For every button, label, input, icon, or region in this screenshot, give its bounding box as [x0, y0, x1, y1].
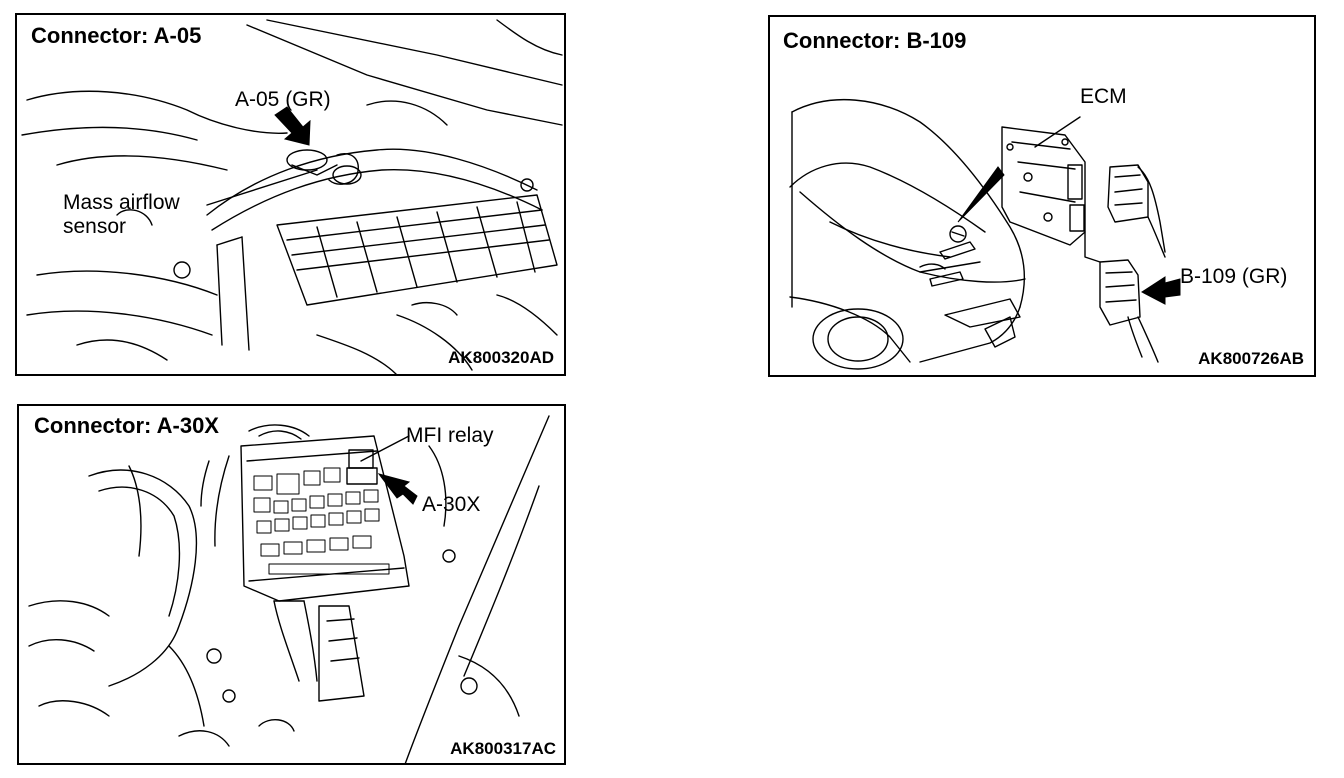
panel-connector-a05: Connector: A-05 A-05 (GR) Mass airflow s…	[15, 13, 566, 376]
sensor-label-line2: sensor	[63, 215, 127, 238]
relay-box-illustration	[28, 415, 550, 763]
panel-connector-b109: Connector: B-109 ECM B-109 (GR) AK800726…	[768, 15, 1316, 377]
figure-code: AK800320AD	[448, 348, 554, 367]
arrow-icon	[274, 106, 311, 146]
panel-title: Connector: A-05	[31, 23, 202, 48]
panel-title: Connector: A-30X	[34, 413, 219, 438]
panel-connector-a30x: Connector: A-30X MFI relay A-30X AK80031…	[17, 404, 566, 765]
relay-label: MFI relay	[406, 424, 494, 447]
engine-bay-illustration	[21, 19, 563, 374]
ecm-label: ECM	[1080, 85, 1127, 108]
vehicle-ecm-illustration	[789, 98, 1181, 370]
figure-code: AK800726AB	[1198, 349, 1304, 368]
connector-label: A-30X	[422, 493, 481, 516]
connector-label: A-05 (GR)	[235, 88, 331, 111]
panel-title: Connector: B-109	[783, 28, 967, 53]
sensor-label-line1: Mass airflow	[63, 191, 180, 214]
arrow-icon	[1141, 276, 1181, 305]
connector-label: B-109 (GR)	[1180, 265, 1288, 288]
figure-code: AK800317AC	[450, 739, 556, 758]
arrow-icon	[377, 473, 418, 505]
pointer-wedge-icon	[957, 166, 1005, 223]
